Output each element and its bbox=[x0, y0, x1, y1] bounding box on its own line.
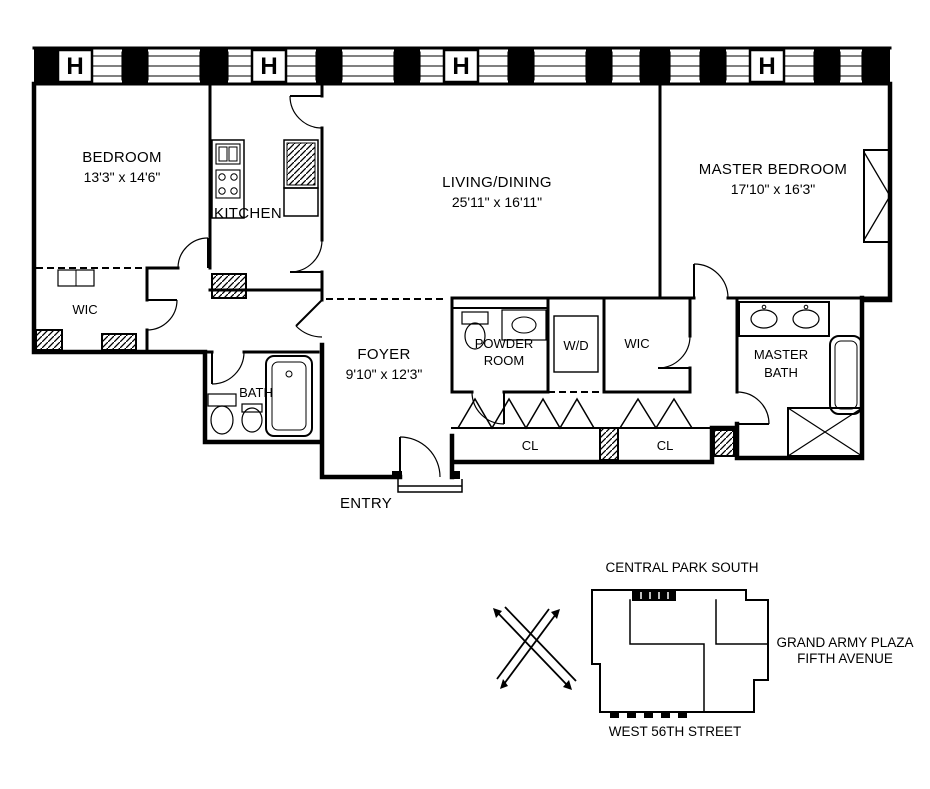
room-labels: BEDROOM 13'3" x 14'6" KITCHEN LIVING/DIN… bbox=[72, 149, 847, 512]
compass-arrows bbox=[493, 606, 577, 690]
window-band: H H H H bbox=[32, 46, 892, 86]
powder-room-label-2: ROOM bbox=[484, 353, 524, 368]
toilet-tank bbox=[207, 393, 237, 407]
powder-room-fixtures bbox=[461, 309, 547, 350]
map-north-label: CENTRAL PARK SOUTH bbox=[605, 560, 758, 575]
powder-sink bbox=[511, 316, 537, 334]
master-bedroom-dims: 17'10" x 16'3" bbox=[731, 181, 816, 197]
powder-room-label-1: POWDER bbox=[475, 336, 534, 351]
bathtub bbox=[265, 355, 313, 437]
master-bedroom-label: MASTER BEDROOM bbox=[699, 161, 847, 178]
master-bath-fixtures bbox=[738, 301, 863, 457]
living-dining-dims: 25'11" x 16'11" bbox=[452, 194, 542, 210]
outer-walls bbox=[31, 81, 893, 480]
building-bottom-teeth bbox=[610, 712, 687, 718]
master-bath-label-1: MASTER bbox=[754, 347, 808, 362]
powder-vanity bbox=[501, 309, 547, 341]
dashed-openings bbox=[36, 267, 604, 393]
kitchen-cabinet bbox=[283, 187, 319, 217]
wall-piers bbox=[34, 48, 890, 84]
map-east-label-1: GRAND ARMY PLAZA bbox=[776, 635, 913, 650]
building-shaded-block bbox=[632, 590, 676, 601]
wic-middle-label: WIC bbox=[624, 336, 649, 351]
radiator-h-1: H bbox=[66, 53, 83, 80]
powder-toilet bbox=[464, 322, 486, 350]
radiator-h-4: H bbox=[758, 53, 775, 80]
master-vanity bbox=[738, 301, 830, 337]
door-swings bbox=[146, 95, 770, 478]
door-leaves bbox=[147, 95, 769, 477]
radiator-units bbox=[56, 48, 786, 84]
bath-sink bbox=[241, 407, 263, 433]
master-sink-left bbox=[750, 309, 778, 329]
hatched-columns bbox=[35, 273, 735, 461]
entry-label: ENTRY bbox=[340, 495, 392, 512]
wic-left-label: WIC bbox=[72, 302, 97, 317]
building-inner-lines bbox=[629, 599, 769, 713]
washer-dryer-unit bbox=[553, 315, 599, 373]
closet-left-label: CL bbox=[522, 438, 539, 453]
entry-landing bbox=[392, 471, 463, 493]
kitchen-stove bbox=[215, 169, 241, 199]
master-bedroom-fireplace bbox=[863, 149, 891, 243]
master-bath-label-2: BATH bbox=[764, 365, 798, 380]
site-map: CENTRAL PARK SOUTH GRAND ARMY PLAZA FIFT… bbox=[493, 560, 914, 739]
bath-label: BATH bbox=[239, 385, 273, 400]
master-shower bbox=[787, 407, 863, 457]
bedroom-dims: 13'3" x 14'6" bbox=[84, 169, 161, 185]
washer-dryer-label: W/D bbox=[563, 338, 588, 353]
toilet bbox=[210, 405, 234, 435]
living-dining-label: LIVING/DINING bbox=[442, 174, 552, 191]
kitchen-fixtures bbox=[211, 139, 319, 219]
radiator-h-3: H bbox=[452, 53, 469, 80]
interior-walls bbox=[145, 82, 892, 429]
closet-right-label: CL bbox=[657, 438, 674, 453]
radiator-h-2: H bbox=[260, 53, 277, 80]
building-outline bbox=[591, 589, 769, 713]
foyer-dims: 9'10" x 12'3" bbox=[346, 366, 423, 382]
kitchen-label: KITCHEN bbox=[214, 205, 282, 222]
doors bbox=[146, 95, 770, 478]
closet-bifold-doors bbox=[457, 397, 693, 430]
map-east-label-2: FIFTH AVENUE bbox=[797, 651, 893, 666]
bath-fixtures bbox=[207, 355, 313, 437]
window-lines bbox=[91, 55, 863, 77]
master-sink-right bbox=[792, 309, 820, 329]
kitchen-sink bbox=[215, 143, 241, 165]
powder-toilet-tank bbox=[461, 311, 489, 325]
foyer-label: FOYER bbox=[357, 346, 410, 363]
bedroom-label: BEDROOM bbox=[82, 149, 162, 166]
wic-left-fixtures bbox=[57, 269, 95, 287]
map-south-label: WEST 56TH STREET bbox=[609, 724, 742, 739]
master-bathtub bbox=[829, 335, 863, 415]
